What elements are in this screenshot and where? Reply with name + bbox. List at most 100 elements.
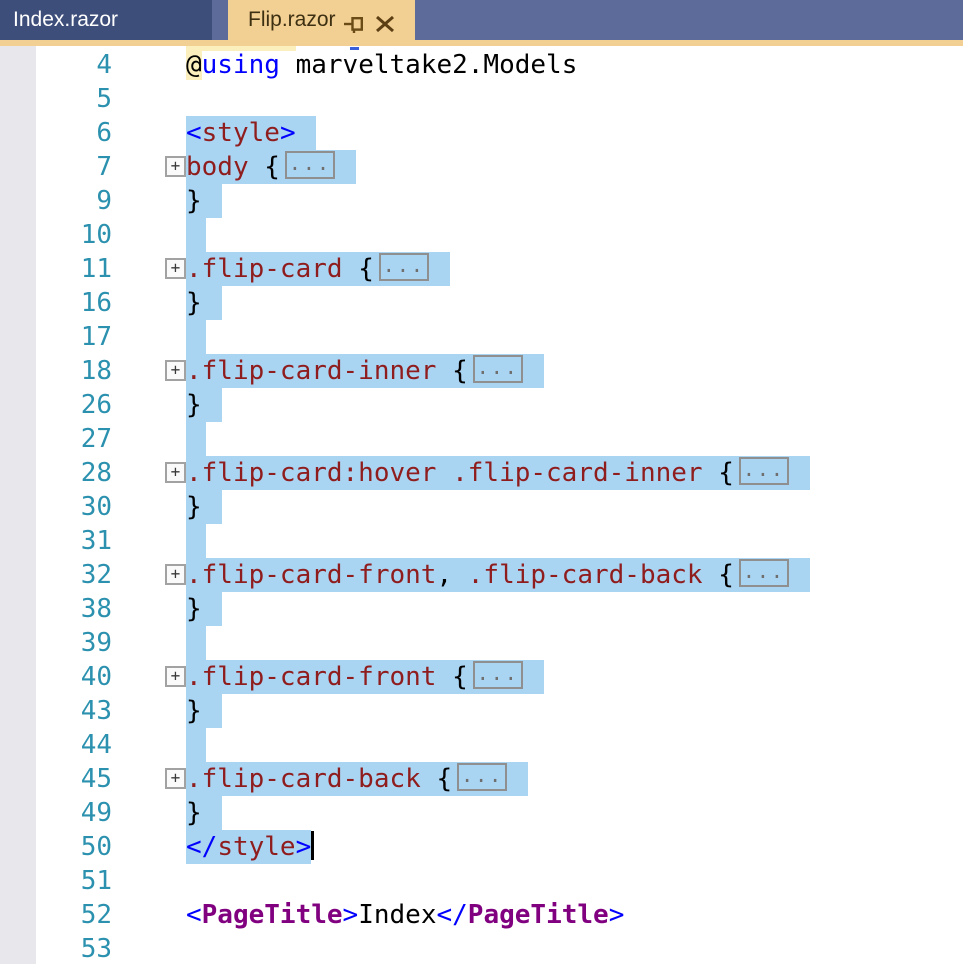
code-token: > (342, 900, 359, 930)
code-token: PageTitle (201, 900, 343, 930)
line-number: 45 (80, 764, 112, 794)
fold-expand-button[interactable]: + (165, 768, 186, 789)
code-line[interactable]: } (186, 796, 222, 830)
close-icon[interactable] (374, 9, 396, 33)
collapsed-region-box[interactable]: ... (457, 762, 508, 791)
code-token: } (186, 492, 202, 522)
selection-newline-stub (186, 320, 206, 354)
code-line[interactable]: <style> (186, 116, 316, 150)
fold-expand-button[interactable]: + (165, 666, 186, 687)
breakpoint-margin[interactable] (0, 46, 36, 964)
code-token: style (217, 832, 296, 862)
code-line[interactable] (186, 218, 206, 252)
code-line[interactable]: } (186, 490, 222, 524)
fold-expand-button[interactable]: + (165, 564, 186, 585)
collapsed-region-box[interactable]: ... (378, 252, 429, 281)
code-token: .flip-card-front (186, 560, 437, 590)
code-line[interactable]: .flip-card-back {... (186, 762, 529, 796)
fold-expand-button[interactable]: + (165, 462, 186, 483)
editor-row: 7 +body {... (0, 150, 963, 184)
code-token: } (186, 186, 202, 216)
pin-icon[interactable] (343, 9, 366, 33)
selection-newline-stub (789, 558, 810, 592)
code-line[interactable]: @using marveltake2.Models (186, 48, 577, 82)
code-token: } (186, 594, 202, 624)
fold-expand-button[interactable]: + (165, 156, 186, 177)
code-line[interactable]: .flip-card:hover .flip-card-inner {... (186, 456, 810, 490)
code-line[interactable]: } (186, 184, 222, 218)
line-number: 11 (80, 254, 112, 284)
clipped-line-fragment (186, 46, 296, 51)
code-token (452, 560, 468, 590)
code-token: using (201, 50, 280, 80)
editor-row: 5 (0, 82, 963, 116)
code-token: { (702, 458, 734, 488)
selection-newline-stub (508, 762, 529, 796)
line-number: 40 (80, 662, 112, 692)
fold-expand-button[interactable]: + (165, 360, 186, 381)
fold-expand-button[interactable]: + (165, 258, 186, 279)
code-token: { (436, 356, 468, 386)
code-line[interactable] (186, 626, 206, 660)
collapsed-region-box[interactable]: ... (284, 150, 335, 179)
line-number: 32 (80, 560, 112, 590)
editor-row: 31 (0, 524, 963, 558)
editor-row: 27 (0, 422, 963, 456)
code-line[interactable] (186, 422, 206, 456)
line-number: 16 (80, 288, 112, 318)
code-token: > (608, 900, 625, 930)
clipped-line-fragment (350, 47, 359, 50)
tab-index-razor[interactable]: Index.razor (0, 0, 212, 40)
selection-newline-stub (789, 456, 810, 490)
code-line[interactable] (186, 320, 206, 354)
code-line[interactable] (186, 728, 206, 762)
editor-row: 52<PageTitle>Index</PageTitle> (0, 898, 963, 932)
code-line[interactable]: .flip-card {... (186, 252, 450, 286)
code-token: @ (186, 50, 202, 80)
code-line[interactable]: } (186, 694, 222, 728)
code-token: } (186, 798, 202, 828)
code-line[interactable]: .flip-card-inner {... (186, 354, 544, 388)
line-number: 50 (80, 832, 112, 862)
code-token: .flip-card-back (467, 560, 703, 590)
text-caret (311, 831, 315, 860)
line-number: 51 (80, 866, 112, 896)
selection-newline-stub (186, 728, 206, 762)
selection-newline-stub (186, 218, 206, 252)
code-line[interactable]: </style> (186, 830, 315, 864)
selection-newline-stub (201, 796, 222, 830)
code-token: } (186, 696, 202, 726)
editor-row: 16} (0, 286, 963, 320)
code-token: { (248, 152, 280, 182)
selection-newline-stub (523, 354, 544, 388)
code-line[interactable]: } (186, 592, 222, 626)
editor-row: 51 (0, 864, 963, 898)
code-line[interactable]: } (186, 388, 222, 422)
selection-newline-stub (295, 116, 316, 150)
code-line[interactable]: .flip-card-front {... (186, 660, 544, 694)
collapsed-region-box[interactable]: ... (738, 558, 789, 587)
code-line[interactable]: body {... (186, 150, 356, 184)
code-line[interactable]: .flip-card-front, .flip-card-back {... (186, 558, 810, 592)
collapsed-region-box[interactable]: ... (738, 456, 789, 485)
code-token: .flip-card-back (186, 764, 421, 794)
code-line[interactable]: } (186, 286, 222, 320)
document-tab-bar: Index.razor Flip.razor (0, 0, 963, 40)
selection-newline-stub (186, 626, 206, 660)
code-line[interactable] (186, 524, 206, 558)
selection-newline-stub (186, 422, 206, 456)
line-number: 7 (96, 152, 112, 182)
code-line[interactable]: <PageTitle>Index</PageTitle> (186, 898, 624, 932)
line-number: 53 (80, 934, 112, 964)
selection-newline-stub (523, 660, 544, 694)
selection-newline-stub (201, 694, 222, 728)
tab-flip-razor[interactable]: Flip.razor (228, 0, 415, 40)
collapsed-region-box[interactable]: ... (472, 354, 523, 383)
line-number: 5 (96, 84, 112, 114)
collapsed-region-box[interactable]: ... (472, 660, 523, 689)
selection-newline-stub (201, 490, 222, 524)
code-token: Index (358, 900, 437, 930)
line-number: 10 (80, 220, 112, 250)
